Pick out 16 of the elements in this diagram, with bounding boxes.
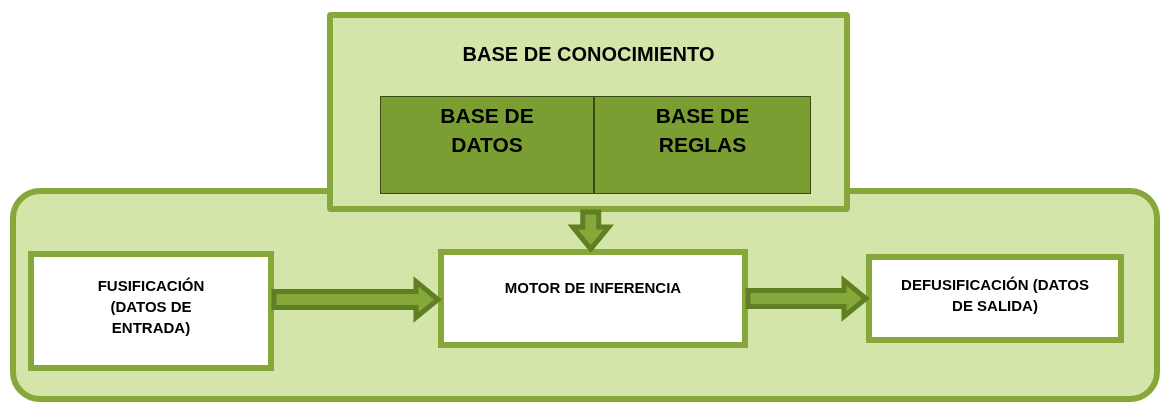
process-box — [866, 254, 1124, 343]
node-label: BASE DE DATOS — [439, 103, 535, 159]
node-label: DEFUSIFICACIÓN (DATOS DE SALIDA) — [900, 275, 1090, 316]
rules-cell — [594, 96, 811, 194]
knowledge-base-box — [327, 12, 850, 212]
system-panel — [10, 188, 1160, 402]
block-arrow — [271, 276, 442, 323]
block-arrow — [745, 275, 870, 322]
node-label: BASE DE REGLAS — [654, 103, 751, 159]
node-label: MOTOR DE INFERENCIA — [503, 278, 683, 298]
database-cell — [380, 96, 594, 194]
block-arrow — [567, 209, 615, 253]
node-label: FUSIFICACIÓN (DATOS DE ENTRADA) — [96, 276, 206, 338]
process-box — [28, 251, 274, 371]
process-box — [438, 249, 748, 348]
heading: BASE DE CONOCIMIENTO — [461, 42, 716, 67]
